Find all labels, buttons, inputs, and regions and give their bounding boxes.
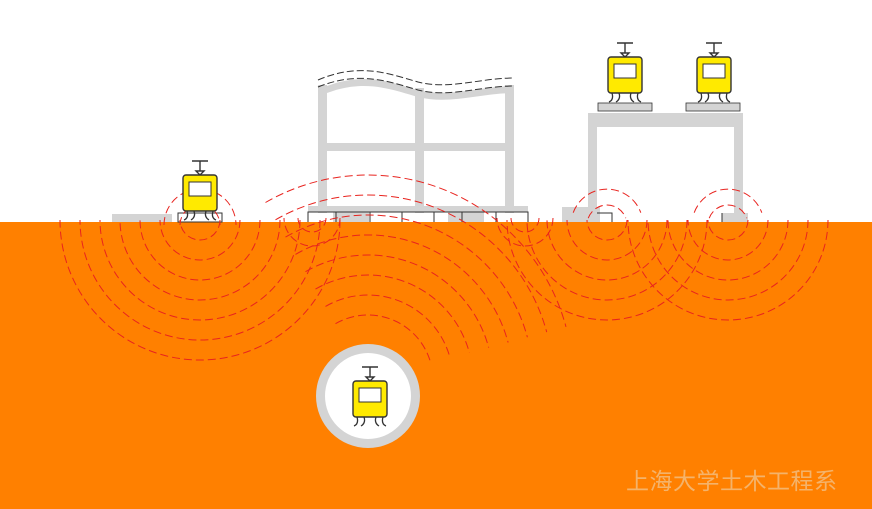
wave-front-arc (708, 204, 748, 219)
building-foundation-pads (307, 211, 529, 222)
wave-front-arc (587, 204, 627, 219)
wave-front-arc (315, 274, 470, 353)
wave-front-arc (119, 219, 281, 301)
wave-front-arc (275, 194, 548, 333)
surface-track-bed (112, 212, 223, 223)
wave-front-arc (325, 294, 451, 359)
soil (0, 222, 872, 509)
wave-front-arc (496, 217, 554, 247)
wave-front-arc (295, 234, 509, 343)
credit-text: 上海大学土木工程系 (626, 469, 838, 495)
wave-front-arc (159, 219, 241, 261)
wave-front-arc (163, 188, 237, 226)
wave-front-arc (627, 219, 829, 321)
viaduct (562, 102, 748, 222)
wave-front-arc (335, 314, 432, 364)
wave-front-arc (265, 174, 567, 328)
wave-front-arc (99, 219, 301, 321)
wave-front-arc (139, 219, 261, 281)
wave-front-arc (297, 217, 327, 233)
wave-front-arc (572, 188, 642, 213)
wave-front-arc (506, 219, 708, 321)
wave-front-arc (179, 219, 221, 241)
wave-front-arc (59, 219, 341, 361)
wave-front-arc (566, 219, 648, 261)
wave-front-arc (526, 219, 688, 301)
wave-front-arc (285, 214, 528, 338)
wave-front-arc (707, 219, 749, 241)
wave-front-arc (546, 219, 668, 281)
building-frame (308, 70, 528, 222)
vibration-wave-fronts (59, 174, 829, 364)
wave-front-arc (687, 219, 769, 261)
wave-front-arc (693, 188, 763, 213)
wave-front-arc (667, 219, 789, 281)
wave-front-arc (510, 217, 540, 233)
wave-front-arc (647, 219, 809, 301)
wave-front-arc (305, 254, 490, 348)
wave-front-arc (586, 219, 628, 241)
